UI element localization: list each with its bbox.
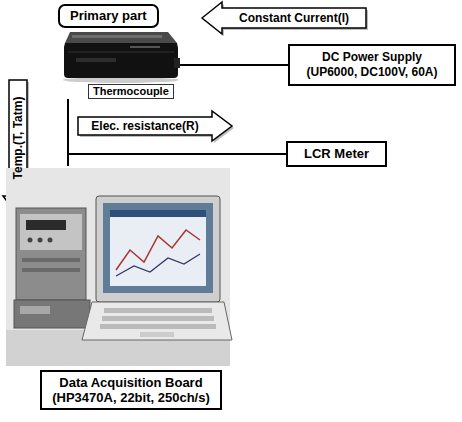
meter-box: LCR Meter	[286, 141, 387, 167]
connector-line	[180, 64, 288, 66]
power-supply-box: DC Power Supply (UP6000, DC100V, 60A)	[288, 44, 456, 86]
primary-part-group: Primary partThermocouple	[58, 4, 180, 99]
device-label: DC Power Supply (UP6000, DC100V, 60A)	[298, 50, 446, 80]
signal-label: Elec. resistance(R)	[78, 117, 212, 135]
hollow-arrow	[78, 111, 232, 141]
daq-setup-photo	[6, 168, 232, 366]
device-label: LCR Meter	[304, 146, 369, 162]
signal-label: Constant Current(I)	[222, 8, 366, 28]
device-label: Data Acquisition Board (HP3470A, 22bit, …	[40, 370, 222, 410]
part-heading: Primary part	[58, 4, 159, 28]
daq-group: Data Acquisition Board (HP3470A, 22bit, …	[4, 166, 232, 410]
connector-line	[68, 154, 286, 166]
hollow-arrow	[202, 2, 366, 34]
signal-label: Temp.(T, Tatm)	[9, 80, 27, 196]
sensor-label: Thermocouple	[88, 84, 174, 99]
primary-part-photo	[63, 32, 180, 83]
